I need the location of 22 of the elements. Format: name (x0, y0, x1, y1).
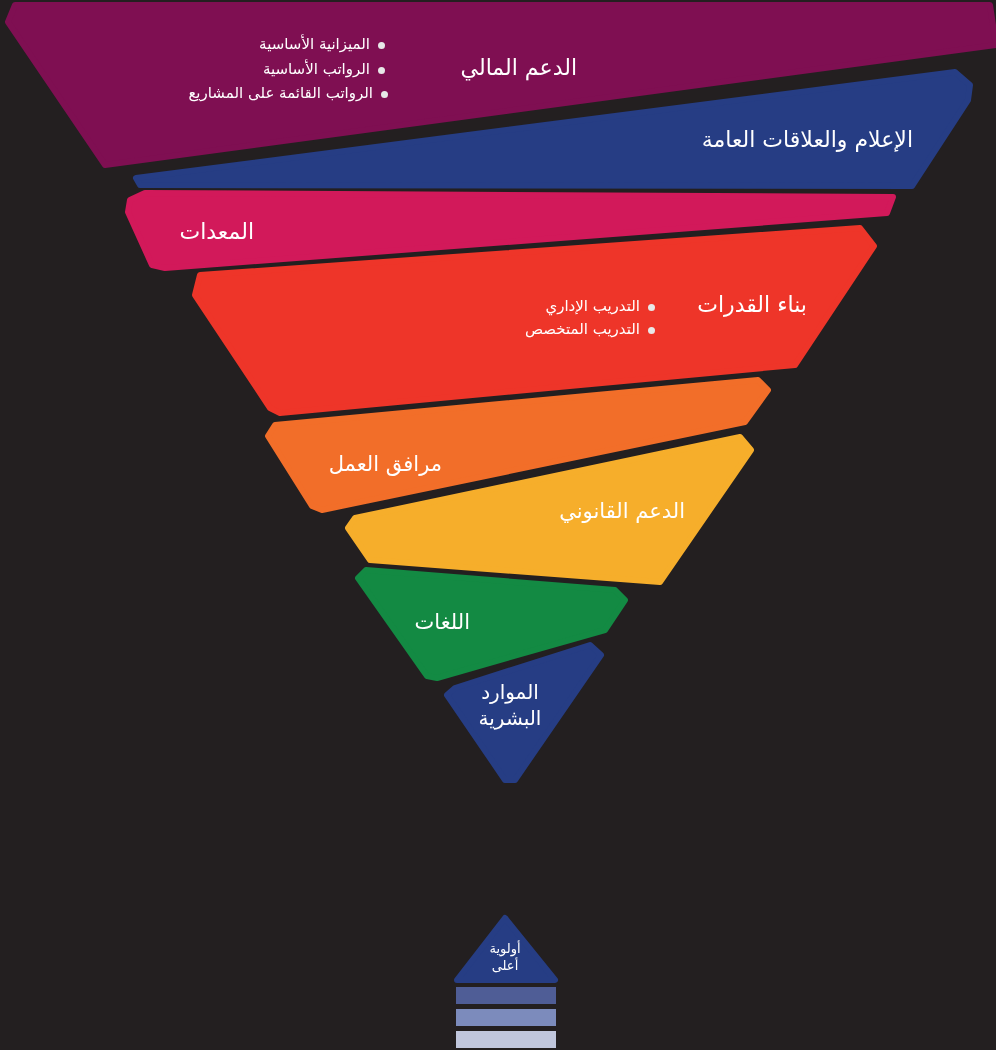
priority-triangle (454, 915, 558, 983)
bullet-item: الرواتب الأساسية (262, 60, 370, 80)
funnel-band (5, 2, 996, 168)
band-label: الدعم المالي (460, 53, 577, 83)
bullet-item: الرواتب القائمة على المشاريع (188, 84, 373, 104)
funnel-band (355, 567, 628, 681)
funnel-band (125, 190, 896, 271)
band-label: الموارد البشرية (477, 679, 543, 731)
priority-bar (456, 987, 556, 1004)
band-label: اللغات (414, 609, 470, 637)
band-label: الدعم القانوني (559, 498, 685, 526)
priority-bar (456, 1009, 556, 1026)
bullet-item: الميزانية الأساسية (259, 35, 370, 55)
band-label: مرافق العمل (328, 451, 442, 479)
band-label: بناء القدرات (697, 290, 807, 319)
band-label: أولوية أعلى (488, 941, 522, 975)
band-label: المعدات (179, 217, 254, 246)
funnel-band (444, 642, 604, 783)
band-label: الإعلام والعلاقات العامة (701, 125, 913, 154)
bullet-item: التدريب المتخصص (524, 320, 640, 340)
priority-bar (456, 1031, 556, 1048)
bullet-item: التدريب الإداري (545, 297, 640, 317)
